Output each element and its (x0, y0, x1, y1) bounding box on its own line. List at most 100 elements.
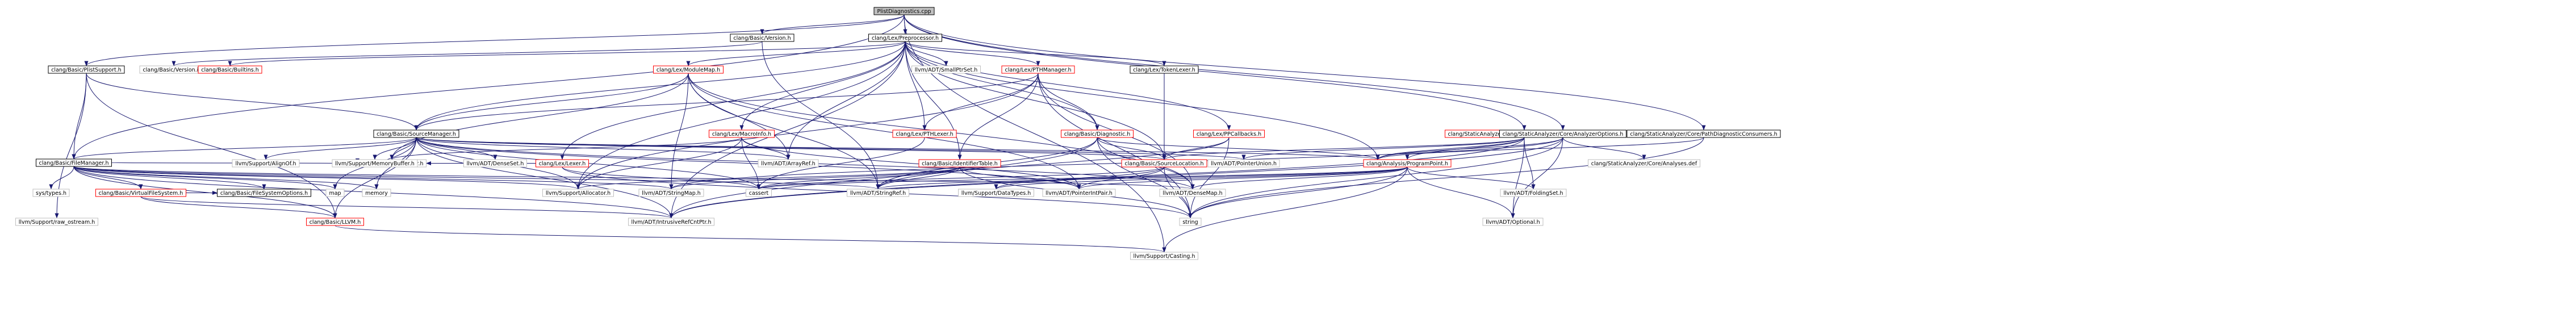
node-version[interactable]: clang/Basic/Version.h (730, 34, 794, 42)
node-intrusiverefcntptr[interactable]: llvm/ADT/IntrusiveRefCntPtr.h (628, 218, 714, 226)
node-optional[interactable]: llvm/ADT/Optional.h (1482, 218, 1544, 226)
edge-bugreporter-to-pointerunion (1241, 137, 1525, 160)
node-alignof[interactable]: llvm/Support/AlignOf.h (232, 159, 300, 168)
node-box (730, 34, 794, 42)
node-fsoptions[interactable]: clang/Basic/FileSystemOptions.h (217, 189, 311, 197)
node-label: clang/Basic/IdentifierTable.h (922, 161, 998, 167)
node-lexer[interactable]: clang/Lex/Lexer.h (536, 159, 589, 168)
node-builtins[interactable]: clang/Basic/Builtins.h (198, 65, 262, 74)
node-label: llvm/ADT/FoldingSet.h (1503, 190, 1563, 197)
nodes-layer: PlistDiagnostics.cpp clang/Basic/Version.… (15, 7, 1781, 260)
edge-diagnostic-to-intrusiverefcntptr (669, 137, 1098, 219)
node-root[interactable]: PlistDiagnostics.cpp (873, 7, 935, 15)
edge-sourcemanager-to-memorybuffer (373, 137, 417, 160)
node-label: clang/StaticAnalyzer/Core/Analyses.def (1591, 161, 1697, 167)
node-stringref[interactable]: llvm/ADT/StringRef.h (847, 189, 909, 197)
node-analysesdef[interactable]: clang/StaticAnalyzer/Core/Analyses.def (1588, 159, 1700, 168)
node-modulemap[interactable]: clang/Lex/ModuleMap.h (653, 65, 724, 74)
edge-programpoint-to-string (1188, 166, 1408, 219)
edge-preprocessor-to-sourcemanager (414, 41, 906, 131)
node-pointerintpair[interactable]: llvm/ADT/PointerIntPair.h (1042, 189, 1116, 197)
node-pthmanager[interactable]: clang/Lex/PTHManager.h (1001, 65, 1075, 74)
node-memory[interactable]: memory (362, 189, 391, 197)
node-label: sys/types.h (36, 190, 66, 197)
node-rawostream[interactable]: llvm/Support/raw_ostream.h (15, 218, 98, 226)
node-densemap[interactable]: llvm/ADT/DenseMap.h (1159, 189, 1226, 197)
node-datatypes[interactable]: llvm/Support/DataTypes.h (958, 189, 1034, 197)
node-box (15, 218, 98, 226)
edge-preprocessor-to-pthmanager (905, 41, 1040, 66)
edge-sourcelocation-to-pointerintpair (1077, 166, 1165, 190)
edge-preprocessor-to-tokenlexer (905, 41, 1166, 66)
node-sourcelocation[interactable]: clang/Basic/SourceLocation.h (1121, 159, 1207, 168)
node-versioninc[interactable]: clang/Basic/Version.inc (139, 65, 208, 74)
node-label: llvm/Support/AlignOf.h (235, 161, 296, 167)
node-label: string (1182, 219, 1198, 225)
node-densemapinfo[interactable]: llvm/ADT/DenseSet.h (463, 159, 527, 168)
node-smallptrset[interactable]: llvm/ADT/SmallPtrSet.h (911, 65, 981, 74)
node-cassert[interactable]: cassert (746, 189, 772, 197)
node-label: clang/StaticAnalyzer/Core/AnalyzerOption… (1503, 131, 1624, 137)
node-box (373, 130, 459, 138)
edge-filemanager-to-densemap (73, 166, 1194, 190)
node-label: clang/Basic/Version.h (733, 35, 791, 41)
node-llvmh[interactable]: clang/Basic/LLVM.h (306, 218, 364, 226)
edge-sourcemanager-to-intrusiverefcntptr (416, 137, 674, 219)
edge-pthmanager-to-pthlexer (922, 73, 1039, 131)
node-label: llvm/ADT/PointerUnion.h (1211, 161, 1277, 167)
node-filemanager[interactable]: clang/Basic/FileManager.h (36, 158, 112, 167)
node-ppcallbacks[interactable]: clang/Lex/PPCallbacks.h (1193, 130, 1265, 138)
node-string[interactable]: string (1179, 218, 1202, 226)
node-label: clang/Basic/Builtins.h (201, 67, 258, 73)
node-label: clang/Basic/Diagnostic.h (1064, 131, 1131, 137)
node-vfs[interactable]: clang/Basic/VirtualFileSystem.h (95, 189, 186, 197)
node-analyzeroptions[interactable]: clang/StaticAnalyzer/Core/AnalyzerOption… (1499, 130, 1626, 138)
edge-sourcemanager-to-llvmh (333, 137, 417, 219)
edge-identifiertable-to-stringmap (669, 166, 960, 190)
edge-identifiertable-to-allocator (576, 166, 960, 190)
edge-preprocessor-to-allocator (576, 41, 906, 190)
node-label: clang/Basic/FileManager.h (39, 160, 109, 166)
node-casting[interactable]: llvm/Support/Casting.h (1130, 252, 1198, 260)
node-allocator[interactable]: llvm/Support/Allocator.h (542, 189, 614, 197)
node-pdconsumers[interactable]: clang/StaticAnalyzer/Core/PathDiagnostic… (1626, 130, 1781, 138)
node-label: clang/StaticAnalyzer/Core/PathDiagnostic… (1630, 131, 1777, 137)
edge-preprocessor-to-macroinfo (739, 41, 906, 131)
node-stringmap[interactable]: llvm/ADT/StringMap.h (638, 189, 704, 197)
edge-filemanager-to-systypes (49, 166, 74, 190)
node-label: clang/Basic/FileSystemOptions.h (220, 190, 308, 197)
node-plistsupport[interactable]: clang/Basic/PlistSupport.h (48, 65, 125, 74)
edge-pthmanager-to-allocator (576, 73, 1039, 190)
edge-filemanager-to-map (73, 166, 337, 190)
edge-identifiertable-to-stringref (876, 166, 960, 190)
edge-pdconsumers-to-string (1188, 137, 1704, 219)
node-preprocessor[interactable]: clang/Lex/Preprocessor.h (868, 34, 942, 42)
node-memorybuffer[interactable]: llvm/Support/MemoryBuffer.h (332, 159, 418, 168)
edge-preprocessor-to-modulemap (686, 41, 906, 66)
node-box (332, 159, 418, 168)
node-systypes[interactable]: sys/types.h (32, 189, 70, 197)
node-programpoint[interactable]: clang/Analysis/ProgramPoint.h (1363, 159, 1452, 168)
node-label: llvm/ADT/PointerIntPair.h (1046, 190, 1113, 197)
node-macroinfo[interactable]: clang/Lex/MacroInfo.h (709, 130, 775, 138)
node-label: clang/Analysis/ProgramPoint.h (1366, 161, 1448, 167)
node-box (1159, 189, 1226, 197)
node-diagnostic[interactable]: clang/Basic/Diagnostic.h (1061, 130, 1134, 138)
node-pointerunion[interactable]: llvm/ADT/PointerUnion.h (1207, 159, 1280, 168)
node-foldingset[interactable]: llvm/ADT/FoldingSet.h (1500, 189, 1567, 197)
edge-preprocessor-to-diagnostic (905, 41, 1099, 131)
edge-analyzeroptions-to-intrusiverefcntptr (669, 137, 1563, 219)
node-box (868, 34, 942, 42)
node-arrayref[interactable]: llvm/ADT/ArrayRef.h (758, 159, 819, 168)
edge-preprocessor-to-pthlexer (905, 41, 927, 131)
node-tokenlexer[interactable]: clang/Lex/TokenLexer.h (1130, 65, 1199, 74)
node-identifiertable[interactable]: clang/Basic/IdentifierTable.h (918, 159, 1001, 168)
edge-filemanager-to-allocator (73, 166, 580, 190)
edge-lexer-to-cassert (562, 166, 761, 190)
edge-sourcemanager-to-filemanager (72, 137, 417, 160)
node-box (1179, 218, 1202, 226)
node-pthlexer[interactable]: clang/Lex/PTHLexer.h (892, 130, 957, 138)
node-map[interactable]: map (325, 189, 345, 197)
edge-identifiertable-to-cassert (756, 166, 960, 190)
node-sourcemanager[interactable]: clang/Basic/SourceManager.h (373, 130, 459, 138)
